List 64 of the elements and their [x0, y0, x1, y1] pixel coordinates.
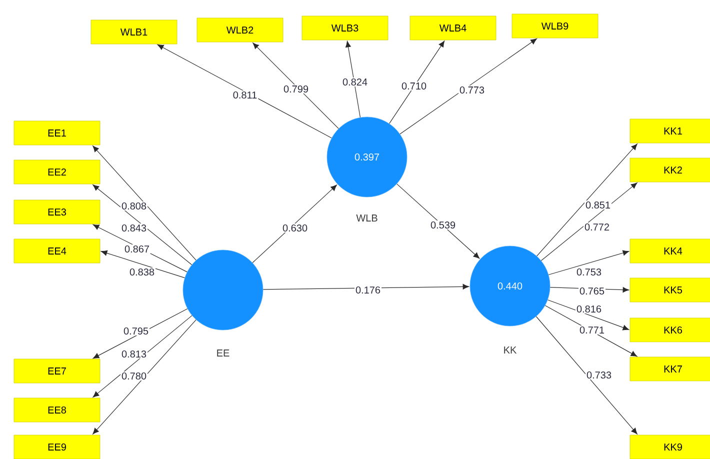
arrow	[262, 284, 470, 290]
indicator-box: KK6	[630, 318, 710, 342]
indicator-box: WLB2	[196, 18, 284, 42]
arrow	[346, 40, 361, 118]
indicator-box: EE2	[14, 160, 100, 184]
construct-label: KK	[504, 346, 517, 354]
arrow	[548, 250, 630, 276]
edge-label: 0.851	[584, 200, 612, 210]
indicator-box: WLB1	[90, 20, 178, 44]
edge-label: 0.771	[578, 325, 606, 335]
edge-label: 0.733	[586, 370, 613, 380]
arrow	[396, 184, 480, 259]
edge-label: 0.765	[578, 286, 606, 296]
indicator-box: WLB9	[512, 14, 598, 38]
edge-label: 0.816	[576, 304, 603, 314]
arrow	[92, 308, 188, 359]
indicator-box: EE3	[14, 200, 100, 224]
edge-label: 0.838	[128, 267, 156, 277]
construct-label: WLB	[356, 214, 378, 222]
indicator-box: EE8	[14, 398, 100, 422]
indicator-box: KK2	[630, 158, 710, 182]
arrow	[547, 300, 630, 330]
edge-label: 0.843	[120, 223, 148, 233]
edge-label: 0.813	[120, 349, 148, 359]
indicator-box: WLB3	[302, 16, 388, 40]
arrow	[400, 38, 537, 134]
arrow	[157, 44, 332, 138]
indicator-box: KK5	[630, 278, 710, 302]
edge-label: 0.773	[458, 85, 486, 95]
edge-label: 0.772	[584, 222, 611, 232]
indicator-box: EE1	[14, 120, 100, 146]
arrow	[100, 250, 185, 278]
edge-label: 0.710	[400, 81, 428, 91]
arrow	[252, 42, 339, 129]
edge-label: 0.867	[124, 244, 151, 254]
arrow	[92, 315, 192, 398]
arrow	[92, 184, 192, 266]
construct-label: EE	[217, 350, 230, 356]
arrow	[389, 40, 445, 124]
edge-label: 0.176	[354, 285, 382, 295]
arrow	[252, 184, 337, 264]
arrow	[540, 182, 638, 261]
edge-label: 0.795	[122, 326, 150, 336]
edge-label: 0.824	[342, 77, 369, 87]
indicator-box: KK4	[630, 238, 710, 264]
arrow	[92, 320, 196, 434]
edge-label: 0.753	[576, 267, 603, 277]
indicator-box: KK7	[630, 356, 710, 382]
indicator-box: EE7	[14, 358, 100, 384]
indicator-box: EE9	[14, 434, 100, 459]
arrow	[92, 146, 196, 260]
edge-label: 0.808	[120, 201, 148, 211]
edge-label: 0.780	[120, 371, 148, 381]
edge-label: 0.539	[430, 220, 457, 230]
indicator-box: WLB4	[410, 16, 496, 40]
construct-circle	[182, 250, 264, 330]
indicator-box: KK9	[630, 434, 710, 459]
arrow	[536, 144, 638, 256]
indicator-box: EE4	[14, 238, 100, 264]
edge-label: 0.811	[232, 90, 258, 100]
indicator-box: KK1	[630, 118, 710, 144]
arrow	[536, 316, 638, 434]
edge-label: 0.630	[282, 223, 309, 233]
edge-label: 0.799	[282, 84, 310, 94]
